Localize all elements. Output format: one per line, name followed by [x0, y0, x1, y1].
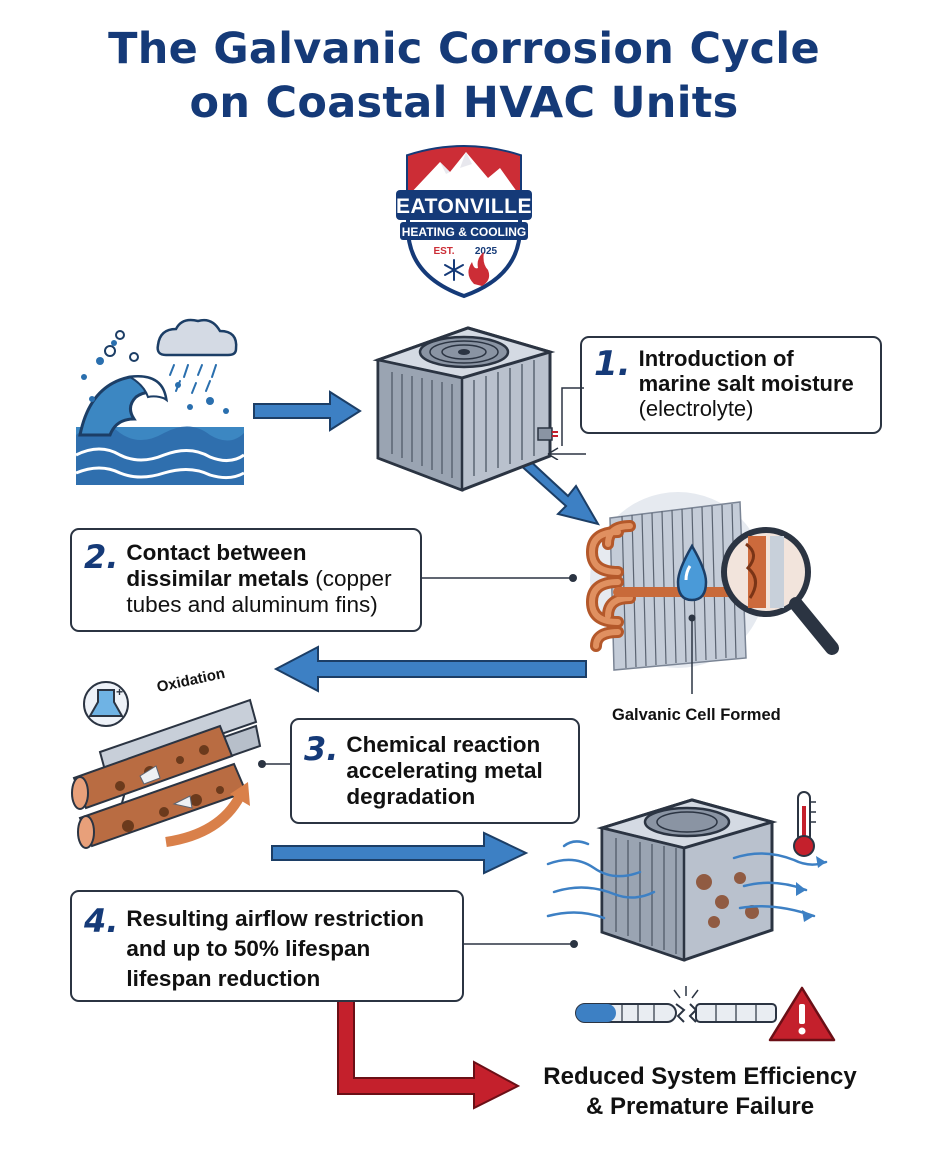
step-2-box: 2. Contact between dissimilar metals (co…: [70, 528, 422, 632]
step-1-box: 1. Introduction of marine salt moisture …: [580, 336, 882, 434]
logo-est-year: 2025: [475, 246, 498, 257]
step-3-box: 3. Chemical reaction accelerating metal …: [290, 718, 580, 824]
eatonville-logo: EATONVILLE HEATING & COOLING EST. 2025: [396, 145, 532, 299]
ocean-wave-icon: [75, 318, 245, 485]
title-line-1: The Galvanic Corrosion Cycle: [108, 24, 820, 74]
final-line-1: Reduced System Efficiency: [543, 1063, 857, 1090]
final-outcome: Reduced System Efficiency & Premature Fa…: [515, 1062, 885, 1122]
galvanic-cell-caption: Galvanic Cell Formed: [612, 706, 781, 724]
final-line-2: & Premature Failure: [585, 1093, 815, 1120]
arrow-waves-to-unit: [253, 390, 362, 432]
step-1-connector: [547, 387, 586, 460]
flame-icon: [468, 252, 490, 286]
oxidation-label: Oxidation: [155, 665, 226, 696]
step-1-normal: (electrolyte): [638, 396, 754, 421]
ac-unit-icon: [372, 326, 558, 492]
coil-magnifier-icon: [585, 492, 839, 694]
logo-est-label: EST.: [433, 246, 454, 257]
step-2-connector: [422, 574, 577, 582]
page-title: The Galvanic Corrosion Cycle on Coastal …: [0, 22, 928, 130]
step-4-bold: Resulting airflow restriction and up to …: [126, 906, 424, 991]
step-4-box: 4. Resulting airflow restriction and up …: [70, 890, 464, 1002]
arrow-oxidation-to-unit: [271, 831, 529, 875]
step-4-connector: [464, 940, 578, 948]
logo-name: EATONVILLE: [396, 195, 532, 218]
step-1-text: Introduction of marine salt moisture (el…: [639, 346, 868, 421]
title-line-2: on Coastal HVAC Units: [189, 78, 739, 128]
svg-text:+: +: [116, 685, 123, 699]
step-4-number: 4.: [84, 902, 119, 940]
lifespan-broken-bar: [575, 986, 836, 1042]
step-2-normal: (copper tubes and aluminum fins): [126, 566, 392, 617]
clogged-ac-unit-icon: [546, 791, 828, 962]
oxidized-pipes-icon: + Oxidation: [71, 665, 262, 849]
step-4-text: Resulting airflow restriction and up to …: [126, 904, 450, 994]
step-1-bold: Introduction of marine salt moisture: [638, 346, 854, 396]
warning-icon: [768, 986, 836, 1042]
logo-subtitle: HEATING & COOLING: [402, 225, 526, 239]
step-2-text: Contact between dissimilar metals (coppe…: [126, 540, 408, 618]
arrow-to-failure: [337, 999, 521, 1110]
step-3-number: 3.: [304, 730, 339, 768]
step-3-connector: [258, 760, 292, 768]
step-2-bold: Contact between dissimilar metals: [126, 540, 310, 591]
step-3-bold: Chemical reaction accelerating metal deg…: [346, 732, 543, 809]
arrow-coil-to-oxidation: [273, 645, 587, 693]
step-2-number: 2.: [84, 538, 119, 576]
step-1-number: 1.: [594, 344, 631, 384]
step-3-text: Chemical reaction accelerating metal deg…: [346, 732, 566, 810]
snowflake-icon: [444, 259, 464, 281]
